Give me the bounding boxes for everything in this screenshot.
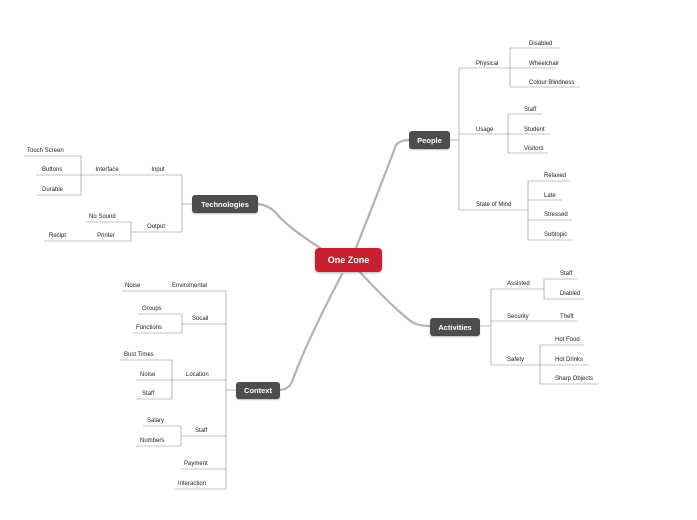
topic-security[interactable]: Security <box>507 314 529 320</box>
topic-colour-blindness[interactable]: Colour Blindness <box>529 80 575 86</box>
topic-no-sound[interactable]: No Sound <box>89 214 116 220</box>
topic-theft[interactable]: Theft <box>560 314 574 320</box>
connector-context <box>278 272 344 392</box>
topic-enviromental[interactable]: Enviromental <box>172 283 208 289</box>
topic-input[interactable]: Input <box>151 167 165 173</box>
branch-people[interactable]: People <box>409 131 450 149</box>
connector-people <box>350 138 412 260</box>
topic-interaction[interactable]: Interaction <box>178 481 207 487</box>
topic-functions[interactable]: Functions <box>136 325 163 331</box>
topic-subtopic[interactable]: Subtopic <box>544 232 568 238</box>
topic-durable[interactable]: Durable <box>42 187 64 193</box>
topic-buttons[interactable]: Buttons <box>42 167 63 173</box>
topic-state-of-mind[interactable]: State of Mind <box>476 202 512 208</box>
topic-salary[interactable]: Salary <box>147 418 165 424</box>
topic-payment[interactable]: Payment <box>184 461 208 467</box>
topic-context-staff[interactable]: Staff <box>195 428 208 434</box>
topic-interface[interactable]: Interface <box>95 167 119 173</box>
topic-usage[interactable]: Usage <box>476 127 494 133</box>
topic-bust-times[interactable]: Bust Times <box>124 352 154 358</box>
topic-numbers[interactable]: Numbers <box>140 438 165 444</box>
topic-printer[interactable]: Printer <box>97 233 115 239</box>
topic-disabled[interactable]: Disabled <box>529 41 553 47</box>
connector-technologies <box>256 202 332 256</box>
topic-output[interactable]: Output <box>146 224 166 230</box>
branch-activities[interactable]: Activities <box>430 318 480 336</box>
topic-location[interactable]: Location <box>186 372 209 378</box>
central-topic[interactable]: One Zone <box>315 248 382 272</box>
topic-student[interactable]: Student <box>524 127 545 133</box>
topic-sharp-objects[interactable]: Sharp Objects <box>555 376 594 382</box>
topic-socail[interactable]: Socail <box>192 316 209 322</box>
topic-location-staff[interactable]: Staff <box>142 391 155 397</box>
branch-context[interactable]: Context <box>236 382 280 399</box>
topic-late[interactable]: Late <box>544 193 556 199</box>
topic-location-noise[interactable]: Noise <box>140 372 156 378</box>
topic-staff[interactable]: Staff <box>524 107 537 113</box>
topic-wheelchair[interactable]: Wheelchair <box>529 61 560 67</box>
connector-activities <box>356 268 432 328</box>
topic-recipt[interactable]: Recipt <box>49 233 67 239</box>
topic-env-noise[interactable]: Noise <box>125 283 141 289</box>
topic-relaxed[interactable]: Relaxed <box>544 173 567 179</box>
topic-groups[interactable]: Groups <box>142 306 162 312</box>
topic-diabled[interactable]: Diabled <box>560 291 581 297</box>
topic-touch-screen[interactable]: Touch Screen <box>27 148 64 154</box>
topic-visitors[interactable]: Visitors <box>524 146 544 152</box>
topic-stressed[interactable]: Stressed <box>544 212 568 218</box>
topic-assisted[interactable]: Assisted <box>507 281 530 287</box>
topic-safety[interactable]: Safety <box>507 357 525 363</box>
topic-assisted-staff[interactable]: Staff <box>560 271 573 277</box>
topic-physical[interactable]: Physical <box>476 61 499 67</box>
topic-hot-drinks[interactable]: Hot Drinks <box>555 357 584 363</box>
topic-hot-food[interactable]: Hot Food <box>555 337 580 343</box>
branch-technologies[interactable]: Technologies <box>192 195 258 213</box>
